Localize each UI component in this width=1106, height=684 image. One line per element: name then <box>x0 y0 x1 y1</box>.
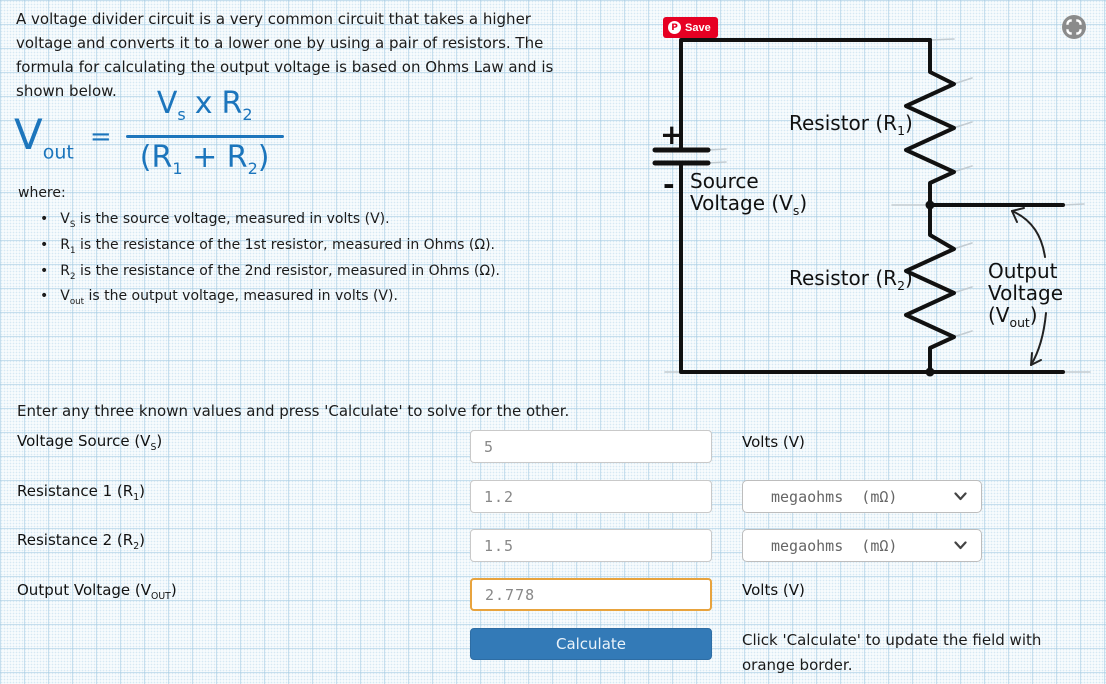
form-instruction: Enter any three known values and press '… <box>17 402 570 420</box>
node-dot-bottom <box>925 367 935 377</box>
formula-equals: = <box>89 121 112 152</box>
intro-paragraph: A voltage divider circuit is a very comm… <box>16 10 554 100</box>
resistance-1-unit-select[interactable]: megaohms (mΩ) <box>742 480 982 513</box>
formula-denominator: (R1 + R2) <box>139 140 270 178</box>
bullet-r1: R1 is the resistance of the 1st resistor… <box>40 238 540 258</box>
unit-volts-output: Volts (V) <box>742 581 805 599</box>
pinterest-icon: P <box>668 21 681 34</box>
bullet-vout: Vout is the output voltage, measured in … <box>40 289 540 309</box>
label-output-voltage: Output Voltage (VOUT) <box>17 581 177 602</box>
calculate-button[interactable]: Calculate <box>470 628 712 660</box>
battery-minus-sign: - <box>663 168 675 201</box>
resistor1-label: Resistor (R1) <box>789 111 913 138</box>
source-voltage-label: Source Voltage (Vs) <box>690 169 808 218</box>
battery-plus-sign: + <box>660 118 684 151</box>
resistance-2-unit-select[interactable]: megaohms (mΩ) <box>742 529 982 562</box>
label-voltage-source: Voltage Source (VS) <box>17 432 163 453</box>
output-voltage-label: Output Voltage (Vout) <box>988 259 1064 330</box>
bullet-r2: R2 is the resistance of the 2nd resistor… <box>40 264 540 284</box>
resistor-r1-zigzag <box>904 38 956 207</box>
node-dot-middle <box>925 200 935 210</box>
resistor-r2-zigzag <box>904 203 956 374</box>
pinterest-save-button[interactable]: P Save <box>663 17 718 38</box>
chevron-down-icon <box>954 492 967 501</box>
fraction-bar <box>125 135 284 138</box>
output-voltage-input[interactable] <box>470 578 712 611</box>
voltage-source-input[interactable] <box>470 430 712 463</box>
resistance-2-input[interactable] <box>470 529 712 562</box>
where-label: where: <box>18 185 66 201</box>
formula-lhs: Vout <box>14 109 74 164</box>
bullet-vs: VS is the source voltage, measured in vo… <box>40 212 540 232</box>
pinterest-save-label: Save <box>685 21 711 34</box>
circuit-wires <box>679 38 1065 374</box>
battery-symbol <box>652 147 711 166</box>
label-resistance-2: Resistance 2 (R2) <box>17 531 145 552</box>
variable-definitions: VS is the source voltage, measured in vo… <box>40 212 540 315</box>
output-arrow <box>1011 207 1047 366</box>
circuit-diagram: + - Resistor (R1) Source Voltage (Vs) Re… <box>640 30 1106 382</box>
widget-settings-icon[interactable] <box>1061 14 1087 40</box>
label-resistance-1: Resistance 1 (R1) <box>17 482 145 503</box>
resistor2-label: Resistor (R2) <box>789 266 913 293</box>
footer-note: Click 'Calculate' to update the field wi… <box>742 631 1042 674</box>
chevron-down-icon <box>954 541 967 550</box>
circuit-svg <box>652 38 1091 377</box>
unit-volts-source: Volts (V) <box>742 433 805 451</box>
resistance-1-input[interactable] <box>470 480 712 513</box>
